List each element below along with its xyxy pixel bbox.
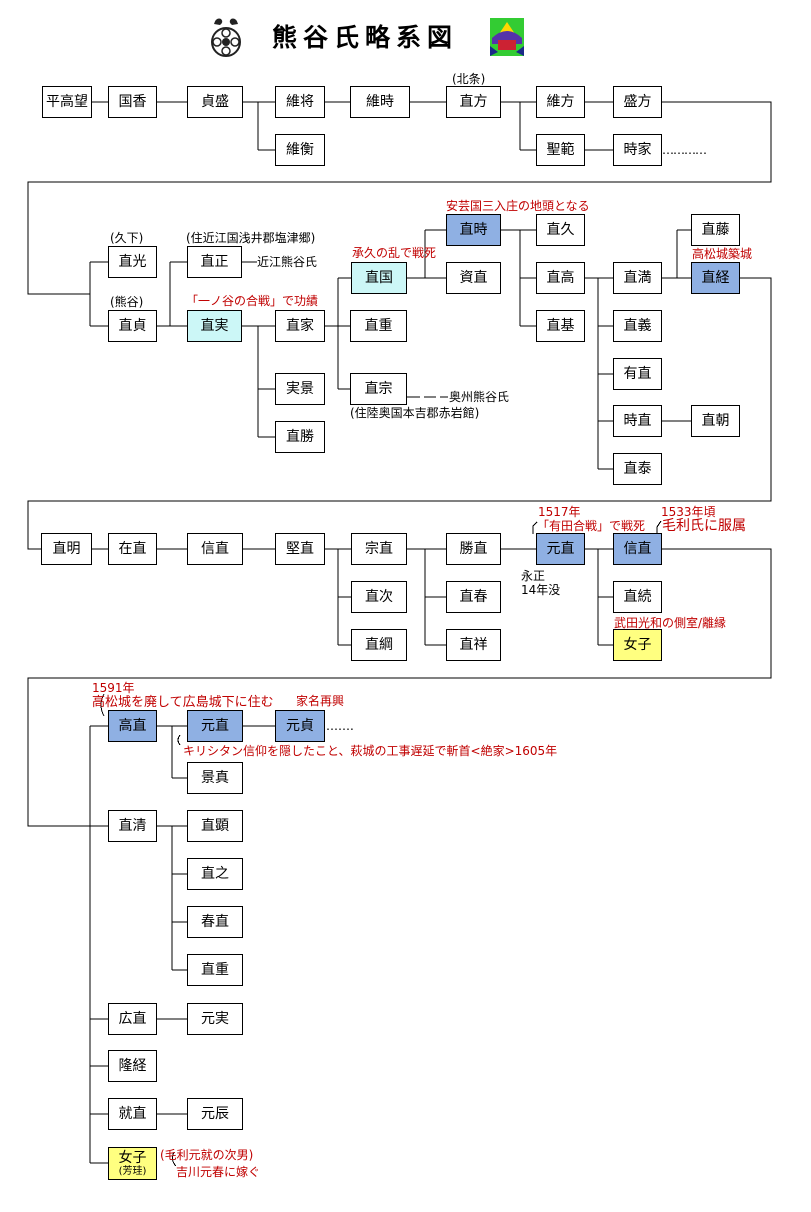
person-box: 直朝 xyxy=(691,405,740,437)
person-box: 聖範 xyxy=(536,134,585,166)
person-box: 直義 xyxy=(613,310,662,342)
person-box: 直光 xyxy=(108,246,157,278)
person-box-important: 元直 xyxy=(536,533,585,565)
person-box: 時家 xyxy=(613,134,662,166)
person-box: 直高 xyxy=(536,262,585,294)
person-box: 直勝 xyxy=(275,421,325,453)
person-box: 実景 xyxy=(275,373,325,405)
person-box: 元実 xyxy=(187,1003,243,1035)
person-box-important: 元直 xyxy=(187,710,243,742)
person-box: 直泰 xyxy=(613,453,662,485)
note-oshu-kumagai: 奥州熊谷氏 xyxy=(449,390,510,404)
note-ichinotani: 「一ノ谷の合戦」で功績 xyxy=(186,294,319,308)
note-kikkawa: 吉川元春に嫁ぐ xyxy=(176,1165,261,1179)
person-box-female: 女子 xyxy=(613,629,662,661)
note-takeda-wife: 武田光和の側室/離縁 xyxy=(614,616,727,630)
person-box: 直藤 xyxy=(691,214,740,246)
person-box: 盛方 xyxy=(613,86,662,118)
note-takamatsu-build: 高松城築城 xyxy=(692,247,753,261)
person-box: 直貞 xyxy=(108,310,157,342)
note-jokyu: 承久の乱で戦死 xyxy=(352,246,437,260)
person-box: 直重 xyxy=(187,954,243,986)
note-christian: キリシタン信仰を隠したこと、萩城の工事遅延で斬首<絶家>1605年 xyxy=(183,744,558,758)
person-box: 直満 xyxy=(613,262,662,294)
person-box: 平高望 xyxy=(42,86,92,118)
person-box: 直方 xyxy=(446,86,501,118)
person-box: 直次 xyxy=(351,581,407,613)
note-arita-battle: 「有田合戦」で戦死 xyxy=(537,519,646,533)
person-box: 在直 xyxy=(108,533,157,565)
person-box-important: 直経 xyxy=(691,262,740,294)
person-box: 景真 xyxy=(187,762,243,794)
person-box: 直明 xyxy=(41,533,92,565)
kabuto-helmet-icon xyxy=(482,18,532,58)
person-alias: (芳珪) xyxy=(118,1165,147,1177)
person-box: 有直 xyxy=(613,358,662,390)
note-year-1533: 1533年頃 xyxy=(661,505,716,519)
person-box: 勝直 xyxy=(446,533,501,565)
person-box: 直春 xyxy=(446,581,501,613)
person-box: 時直 xyxy=(613,405,662,437)
note-hiroshima-move: 高松城を廃して広島城下に住む xyxy=(92,695,274,710)
person-box: 直之 xyxy=(187,858,243,890)
person-box: 隆経 xyxy=(108,1050,157,1082)
person-box: 直久 xyxy=(536,214,585,246)
person-box: 国香 xyxy=(108,86,157,118)
person-box: 直綱 xyxy=(351,629,407,661)
person-box-female: 女子 (芳珪) xyxy=(108,1147,157,1180)
person-box: 元辰 xyxy=(187,1098,243,1130)
person-box: 直基 xyxy=(536,310,585,342)
person-box: 維将 xyxy=(275,86,325,118)
note-omi-kumagai: 近江熊谷氏 xyxy=(257,255,318,269)
person-box: 直祥 xyxy=(446,629,501,661)
kumagai-crest-icon xyxy=(206,14,246,58)
person-box-important: 信直 xyxy=(613,533,662,565)
note-hojo: (北条) xyxy=(452,72,486,86)
note-ellipsis: ……. xyxy=(326,719,354,733)
person-box-highlight: 直国 xyxy=(351,262,407,294)
person-box: 維方 xyxy=(536,86,585,118)
note-kuge: (久下) xyxy=(110,231,144,245)
person-box: 信直 xyxy=(187,533,243,565)
person-box: 広直 xyxy=(108,1003,157,1035)
person-box: 貞盛 xyxy=(187,86,243,118)
note-eisho: 永正 14年没 xyxy=(521,569,561,597)
note-mori-obey: 毛利氏に服属 xyxy=(662,518,746,534)
note-family-revival: 家名再興 xyxy=(296,694,345,708)
note-aki-jito: 安芸国三入庄の地頭となる xyxy=(446,199,590,213)
person-box: 維時 xyxy=(350,86,410,118)
person-box-important: 高直 xyxy=(108,710,157,742)
person-box: 直正 xyxy=(187,246,242,278)
person-box: 宗直 xyxy=(351,533,407,565)
person-box: 直家 xyxy=(275,310,325,342)
person-box-important: 直時 xyxy=(446,214,501,246)
person-box: 就直 xyxy=(108,1098,157,1130)
person-name: 女子 xyxy=(118,1149,147,1166)
note-year-1591: 1591年 xyxy=(92,681,135,695)
person-box: 直続 xyxy=(613,581,662,613)
note-omi-residence: (住近江国浅井郡塩津郷) xyxy=(186,231,316,245)
diagram-title: 熊谷氏略系図 xyxy=(272,23,459,52)
note-year-1517: 1517年 xyxy=(538,505,581,519)
note-kumagai: (熊谷) xyxy=(110,295,144,309)
person-box-important: 元貞 xyxy=(275,710,325,742)
person-box: 堅直 xyxy=(275,533,325,565)
person-box-highlight: 直実 xyxy=(187,310,242,342)
note-ellipsis: ………… xyxy=(662,143,707,157)
person-box: 直清 xyxy=(108,810,157,842)
person-box: 直重 xyxy=(350,310,407,342)
person-box: 資直 xyxy=(446,262,501,294)
person-box: 直宗 xyxy=(350,373,407,405)
person-box: 維衡 xyxy=(275,134,325,166)
note-mori-son: (毛利元就の次男) xyxy=(160,1148,254,1162)
person-box: 直顕 xyxy=(187,810,243,842)
person-box: 春直 xyxy=(187,906,243,938)
note-mutsu-residence: (住陸奥国本吉郡赤岩館) xyxy=(350,406,480,420)
